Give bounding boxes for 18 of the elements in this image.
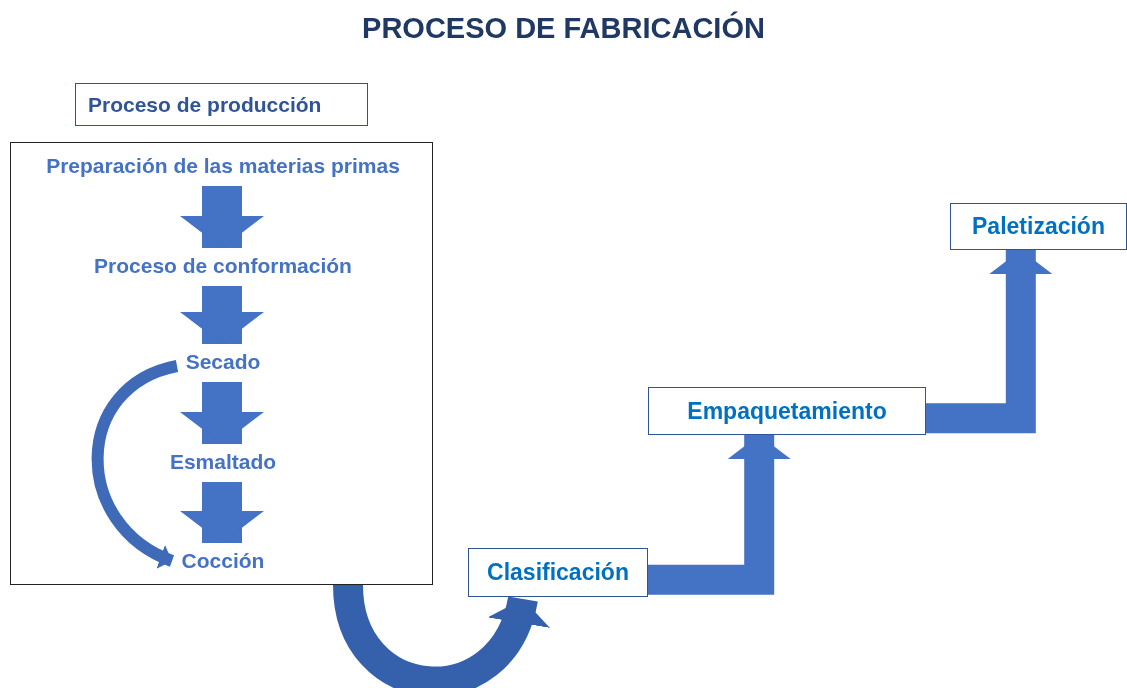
diagram-title: PROCESO DE FABRICACIÓN xyxy=(361,12,766,45)
block-arrow xyxy=(648,435,791,595)
step-label: Preparación de las materias primas xyxy=(46,151,400,181)
process-box: Empaquetamiento xyxy=(648,387,926,435)
group-frame xyxy=(10,142,433,585)
block-arrow xyxy=(180,286,264,344)
step-label: Cocción xyxy=(181,546,265,576)
block-arrow xyxy=(180,186,264,248)
heading-box: Proceso de producción xyxy=(75,83,368,126)
block-arrow xyxy=(180,482,264,543)
process-box: Paletización xyxy=(950,203,1127,250)
step-label: Proceso de conformación xyxy=(94,251,352,281)
step-label: Secado xyxy=(185,347,261,377)
block-arrow xyxy=(180,382,264,444)
process-box: Clasificación xyxy=(468,548,648,597)
step-label: Esmaltado xyxy=(169,447,277,477)
block-arrow xyxy=(91,360,179,568)
block-arrow xyxy=(333,583,547,688)
